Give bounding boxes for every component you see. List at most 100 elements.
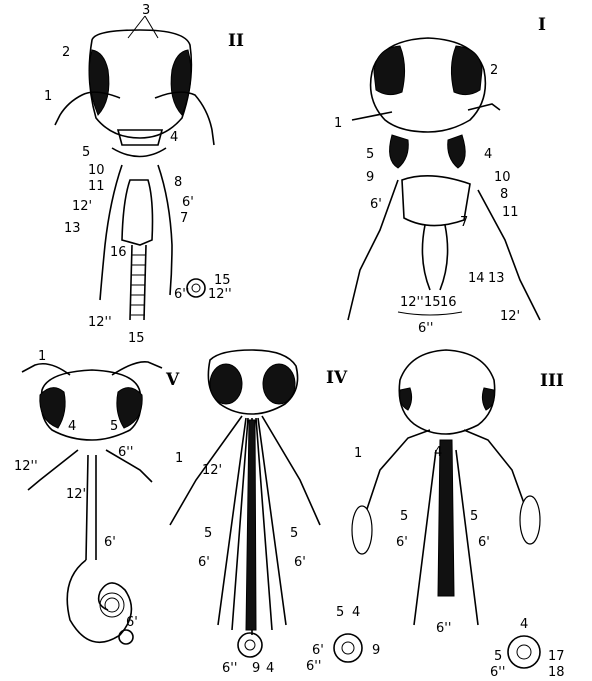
cross-section-v — [119, 630, 133, 644]
figure-iii: III 1 4 5 5 6' 6' 6'' 4 5 17 6'' 18 — [352, 350, 565, 680]
label-1: 1 — [334, 116, 342, 131]
label-14: 14 — [468, 271, 485, 286]
label-6dprime: 6'' — [436, 621, 451, 636]
label-12prime: 12' — [72, 199, 92, 214]
label-5-left: 5 — [204, 526, 212, 541]
label-15: 16 — [440, 295, 457, 310]
antenna-right — [464, 430, 530, 520]
label-6prime: 6' — [182, 195, 194, 210]
label-15: 15 — [128, 331, 145, 346]
figure-numeral-i: I — [538, 15, 546, 35]
label-4: 4 — [68, 419, 76, 434]
mandibles — [112, 148, 166, 157]
figure-v: V 1 4 5 6'' 12'' 12' 6' 6' — [14, 349, 180, 644]
bracket-i — [398, 312, 462, 315]
antenna-right — [112, 362, 162, 375]
label-13: 13 — [64, 221, 81, 236]
label-11: 11 — [502, 205, 519, 220]
figure-numeral-ii: II — [228, 31, 244, 51]
label-12prime: 12' — [202, 463, 222, 478]
cross-section-iv-inner — [245, 640, 255, 650]
label-6prime: 6' — [104, 535, 116, 550]
label-4: 4 — [170, 130, 178, 145]
cross-section-iv — [238, 633, 262, 657]
label-4-section: 4 — [352, 605, 360, 620]
label-1: 1 — [175, 451, 183, 466]
label-6prime: 6' — [370, 197, 382, 212]
label-2: 2 — [62, 45, 70, 60]
label-6prime-section: 6' — [312, 643, 324, 658]
mandible-right — [448, 135, 465, 168]
label-10: 10 — [494, 170, 511, 185]
label-6prime-left: 6' — [396, 535, 408, 550]
label-6prime-left: 6' — [198, 555, 210, 570]
compound-eye-right — [117, 388, 142, 428]
figure-iv: IV 1 12' 5 5 6' 6' 6'' 9 4 5 4 6' 9 6'' — [170, 350, 380, 676]
maxillae-right — [158, 165, 172, 295]
head-outline — [399, 350, 494, 434]
cross-section-ii — [187, 279, 205, 297]
cross-section-iii — [508, 636, 540, 668]
glossa-segments — [131, 255, 145, 315]
label-6dprime: 6'' — [174, 287, 189, 302]
label-12dprime: 12'' — [88, 315, 112, 330]
compound-eye-right — [263, 364, 295, 404]
label-5: 5 — [110, 419, 118, 434]
proboscis-sheath — [438, 440, 454, 596]
figure-ii: II 3 2 1 4 5 10 8 11 6' 12' 7 13 16 15 6… — [44, 3, 244, 346]
labium-7 — [122, 180, 153, 245]
compound-eye-left — [40, 388, 65, 428]
label-9: 9 — [366, 170, 374, 185]
label-12prime: 12' — [500, 309, 520, 324]
label-9: 9 — [252, 661, 260, 676]
label-4: 4 — [434, 445, 442, 460]
label-6dprime-section: 6'' — [490, 665, 505, 680]
label-18-section: 18 — [548, 665, 565, 680]
label-12dprime: 12'' — [14, 459, 38, 474]
label-1: 1 — [38, 349, 46, 364]
label-4-section: 4 — [520, 617, 528, 632]
label-5-right: 5 — [470, 509, 478, 524]
label-11: 11 — [88, 179, 105, 194]
compound-eye-right — [171, 50, 191, 115]
label-12dprime-section: 12'' — [208, 287, 232, 302]
label-16: 15 — [424, 295, 441, 310]
figure-numeral-iii: III — [540, 371, 564, 391]
antenna-left — [352, 112, 392, 120]
compound-eye-left — [210, 364, 242, 404]
label-6prime-right: 6' — [294, 555, 306, 570]
label-1: 1 — [44, 89, 52, 104]
label-10: 10 — [88, 163, 105, 178]
figure-numeral-iv: IV — [326, 368, 348, 388]
label-5: 5 — [366, 147, 374, 162]
label-16: 16 — [110, 245, 127, 260]
label-8: 8 — [174, 175, 182, 190]
label-2: 2 — [490, 63, 498, 78]
label-13: 13 — [488, 271, 505, 286]
antenna-club-left — [352, 506, 372, 554]
cross-section-iv-b — [334, 634, 362, 662]
label-17-section: 17 — [548, 649, 565, 664]
label-1: 1 — [354, 446, 362, 461]
compound-eye-right — [451, 46, 482, 95]
label-6dprime: 6'' — [418, 321, 433, 336]
label-12prime: 12' — [66, 487, 86, 502]
proboscis-coiled — [86, 455, 96, 560]
figure-numeral-v: V — [165, 370, 180, 390]
label-4: 4 — [484, 147, 492, 162]
label-8: 8 — [500, 187, 508, 202]
antenna-left — [22, 364, 70, 375]
glossa — [422, 225, 447, 290]
cross-section-iii-inner — [517, 645, 531, 659]
cross-section-iv-b-inner — [342, 642, 354, 654]
figure-i: I 2 1 5 4 9 10 8 6' 11 7 14 13 12'' 15 1… — [334, 15, 546, 336]
cross-section-ii-inner — [192, 284, 200, 292]
label-7: 7 — [460, 215, 468, 230]
proboscis-coil — [67, 560, 131, 642]
label-5-right: 5 — [290, 526, 298, 541]
label-6dprime: 6'' — [222, 661, 237, 676]
label-5-section: 5 — [494, 649, 502, 664]
label-6prime-right: 6' — [478, 535, 490, 550]
labium-sheath — [246, 420, 256, 630]
